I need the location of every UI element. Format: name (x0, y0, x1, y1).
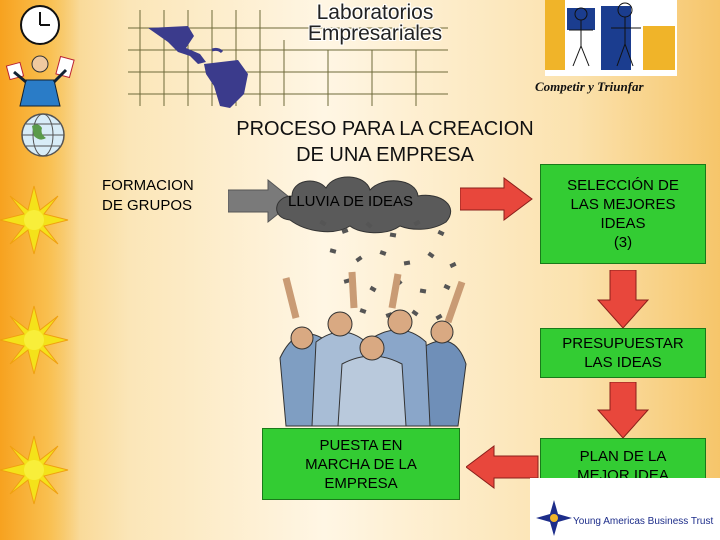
node-seleccion-line2: LAS MEJORES (570, 196, 676, 213)
arrow-plan-to-puesta (466, 445, 539, 489)
clock-icon (20, 5, 60, 45)
main-title-line1: PROCESO PARA LA CREACION (236, 118, 534, 140)
figure-icon (545, 0, 677, 76)
node-seleccion-line4: (3) (613, 234, 633, 251)
arrow-lluvia-to-seleccion (460, 177, 533, 221)
node-puesta-en-marcha: PUESTA EN MARCHA DE LA EMPRESA (262, 428, 460, 500)
node-presupuestar-line2: LAS IDEAS (584, 354, 662, 371)
slogan: Competir y Triunfar (535, 79, 644, 94)
arrow-presupuestar-to-plan (596, 382, 650, 439)
header-title: Laboratorios Empresariales (250, 2, 500, 44)
arrow-seleccion-to-presupuestar (596, 270, 650, 329)
sun-icon (0, 185, 69, 255)
node-puesta-line2: MARCHA DE LA (305, 455, 417, 473)
node-puesta-line3: EMPRESA (324, 474, 398, 492)
header-title-line1: Laboratorios (316, 1, 434, 24)
node-presupuestar-line1: PRESUPUESTAR (562, 335, 684, 352)
sun-icon (0, 435, 69, 505)
sun-icon-column (0, 185, 69, 505)
sun-icon (0, 305, 69, 375)
node-puesta-line1: PUESTA EN (319, 436, 403, 454)
globe-icon (21, 113, 65, 157)
logo-icon (536, 500, 572, 536)
node-formacion-de-grupos: FORMACION DE GRUPOS (90, 176, 220, 220)
node-seleccion-line1: SELECCIÓN DE (567, 177, 679, 194)
node-formacion-line1: FORMACION (102, 177, 194, 194)
node-lluvia-de-ideas: LLUVIA DE IDEAS (288, 193, 414, 210)
map-icon (128, 10, 448, 108)
node-plan-line1: PLAN DE LA (579, 448, 667, 465)
header-title-line2: Empresariales (307, 22, 443, 45)
footer-logo-panel (530, 478, 720, 540)
footer-logo-text: Young Americas Business Trust (573, 516, 714, 527)
node-formacion-line2: DE GRUPOS (102, 197, 193, 214)
node-seleccion-de-las-mejores-ideas: SELECCIÓN DE LAS MEJORES IDEAS (3) (540, 164, 706, 264)
node-presupuestar-las-ideas: PRESUPUESTAR LAS IDEAS (540, 328, 706, 378)
crowd-icon (279, 271, 467, 427)
cloud-icon (276, 176, 452, 234)
main-title-line2: DE UNA EMPRESA (296, 144, 474, 166)
person-clipart-icon (5, 55, 75, 107)
main-title: PROCESO PARA LA CREACION DE UNA EMPRESA (185, 116, 585, 168)
node-seleccion-line3: IDEAS (600, 215, 646, 232)
